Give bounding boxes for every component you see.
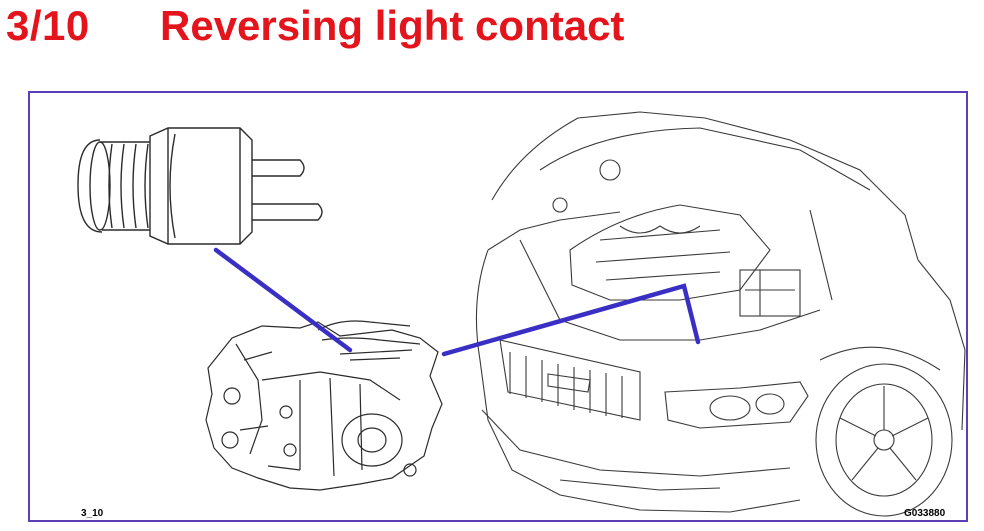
figure-code-left: 3_10 bbox=[81, 508, 104, 519]
callout-gearbox-to-engine-bay bbox=[441, 283, 701, 357]
callout-lines bbox=[213, 247, 701, 357]
illustration-frame bbox=[28, 91, 968, 522]
car-engine-bay-icon bbox=[475, 111, 966, 517]
slide-number: 3/10 bbox=[6, 2, 90, 49]
callout-switch-to-gearbox bbox=[213, 247, 353, 353]
reversing-light-switch-icon bbox=[77, 127, 323, 245]
slide-title: Reversing light contact bbox=[160, 2, 625, 49]
gearbox-icon bbox=[205, 320, 443, 491]
figure-code-right: G033880 bbox=[904, 508, 946, 519]
